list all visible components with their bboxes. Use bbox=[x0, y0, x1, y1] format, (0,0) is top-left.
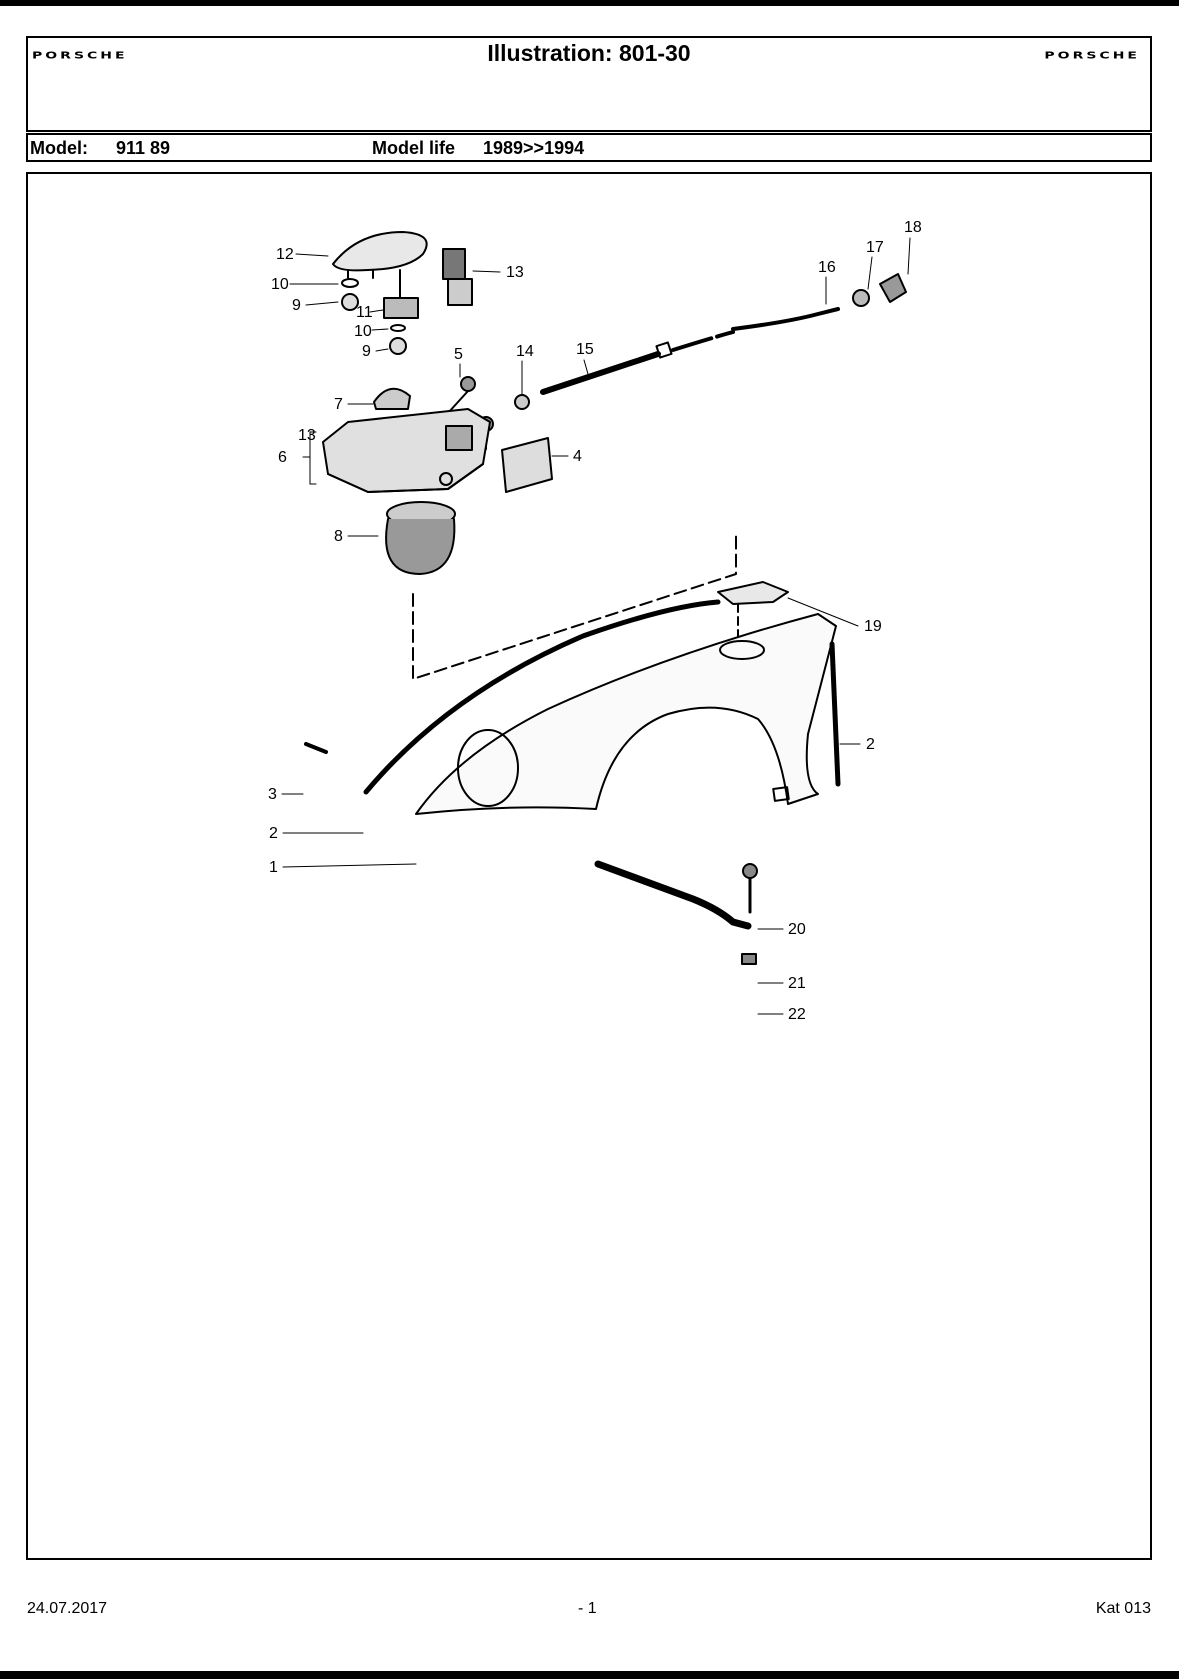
callout-14: 14 bbox=[516, 343, 534, 360]
part-11-latch bbox=[383, 297, 419, 319]
callout-18: 18 bbox=[904, 219, 922, 236]
part-9-nut bbox=[341, 293, 359, 311]
part-14-clip bbox=[514, 394, 530, 410]
porsche-logo-right: PORSCHE bbox=[1044, 50, 1140, 62]
illustration-title: Illustration: 801-30 bbox=[487, 40, 691, 66]
callout-9b: 9 bbox=[362, 343, 371, 360]
assembly-leader bbox=[412, 533, 737, 680]
part-8-stopper bbox=[373, 387, 411, 410]
model-value: 911 89 bbox=[116, 138, 171, 158]
callout-12: 12 bbox=[276, 246, 294, 263]
part-4-flap bbox=[501, 437, 553, 493]
callout-15: 15 bbox=[576, 341, 594, 358]
part-1-fender bbox=[415, 613, 837, 815]
part-10-washer bbox=[341, 278, 359, 288]
part-7-housing bbox=[322, 408, 491, 493]
callout-2: 2 bbox=[866, 736, 875, 753]
callout-19: 19 bbox=[864, 618, 882, 635]
callout-10b: 10 bbox=[354, 323, 372, 340]
callout-8: 7 bbox=[334, 396, 343, 413]
top-border bbox=[0, 0, 1179, 6]
callout-13: 13 bbox=[506, 264, 524, 281]
callout-13b: 13 bbox=[298, 427, 316, 444]
callout-16: 16 bbox=[818, 259, 836, 276]
callout-6: 8 bbox=[334, 528, 343, 545]
callout-22: 22 bbox=[788, 1006, 806, 1023]
callout-3: 3 bbox=[268, 786, 277, 803]
parts-diagram: 12 10 9 11 10 9 13 5 14 15 16 17 18 7 13… bbox=[268, 219, 922, 1023]
model-bar: Model: 911 89 Model life 1989>>1994 bbox=[26, 133, 1152, 162]
part-15-16-cable bbox=[540, 307, 840, 395]
model-life-value: 1989>>1994 bbox=[483, 138, 585, 158]
model-label: Model: bbox=[30, 138, 88, 158]
page-number: - 1 bbox=[578, 1600, 597, 1617]
part-12-cap bbox=[332, 231, 428, 300]
part-17-grommet bbox=[852, 289, 870, 307]
part-18-knob bbox=[879, 273, 907, 303]
part-6-filler-neck bbox=[385, 501, 456, 575]
part-2-trim-front bbox=[363, 599, 721, 795]
callout-21: 21 bbox=[788, 975, 806, 992]
callout-20: 20 bbox=[788, 921, 806, 938]
model-life-label: Model life bbox=[372, 138, 456, 158]
porsche-logo-left: PORSCHE bbox=[32, 50, 128, 62]
illustration-frame: 12 10 9 11 10 9 13 5 14 15 16 17 18 7 13… bbox=[26, 172, 1152, 1560]
callout-7: 6 bbox=[278, 449, 287, 466]
callout-1: 1 bbox=[269, 859, 278, 876]
page-header: PORSCHE Illustration: 801-30 PORSCHE bbox=[26, 36, 1152, 132]
part-21-bracket bbox=[594, 860, 758, 965]
part-9-nut-b bbox=[389, 337, 407, 355]
callout-4: 4 bbox=[573, 448, 582, 465]
catalog-number: Kat 013 bbox=[1095, 1600, 1151, 1617]
part-3-screw bbox=[304, 742, 328, 754]
callout-10: 10 bbox=[271, 276, 289, 293]
print-date: 24.07.2017 bbox=[27, 1600, 108, 1617]
callout-5: 5 bbox=[454, 346, 463, 363]
callout-2b: 2 bbox=[269, 825, 278, 842]
callout-9: 9 bbox=[292, 297, 301, 314]
callout-17: 17 bbox=[866, 239, 884, 256]
callout-11: 11 bbox=[356, 304, 373, 321]
part-13-lock bbox=[442, 248, 473, 306]
part-2-trim-rear bbox=[829, 641, 841, 787]
part-10-washer-b bbox=[390, 324, 406, 332]
bottom-border bbox=[0, 1671, 1179, 1679]
part-19-seal bbox=[717, 581, 789, 605]
